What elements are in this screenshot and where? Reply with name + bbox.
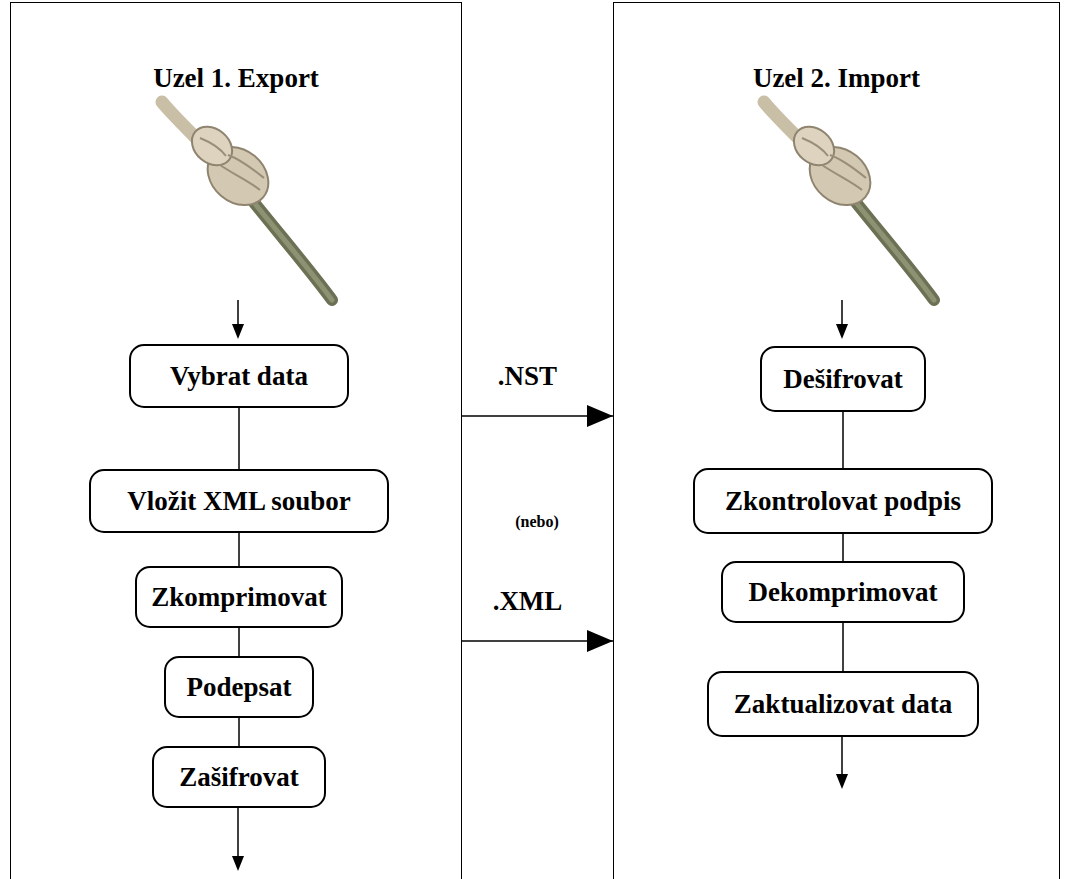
- box-text: Zaktualizovat data: [734, 689, 952, 720]
- process-box: Dekomprimovat: [721, 561, 965, 623]
- panel-heading: Uzel 1. Export: [11, 63, 461, 94]
- process-box: Podepsat: [164, 656, 314, 718]
- connector-line: [842, 534, 844, 561]
- connector-line: [238, 408, 240, 469]
- down-arrow: [841, 300, 843, 326]
- connector-arrow: [462, 415, 613, 417]
- box-text: Zkontrolovat podpis: [725, 486, 961, 517]
- process-box: Zkomprimovat: [135, 566, 343, 628]
- edge-label: .XML: [493, 586, 563, 616]
- down-arrow: [841, 736, 843, 776]
- knot-picture: [764, 102, 934, 300]
- edge-label-box: .NST: [495, 361, 560, 392]
- edge-label-box: .XML: [490, 586, 566, 617]
- edge-label: .NST: [498, 361, 557, 391]
- down-arrow: [237, 300, 239, 326]
- connector-line: [842, 623, 844, 671]
- connector-line: [842, 412, 844, 468]
- down-arrow: [237, 807, 239, 858]
- panel-heading: Uzel 2. Import: [614, 63, 1059, 94]
- box-text: Dešifrovat: [783, 364, 902, 395]
- knot-picture: [162, 102, 332, 300]
- arrow-head: [232, 324, 244, 339]
- process-box: Vložit XML soubor: [89, 469, 389, 533]
- connector-line: [238, 628, 240, 656]
- box-text: Vložit XML soubor: [127, 486, 351, 517]
- arrow-head: [836, 324, 848, 339]
- connector-line: [238, 718, 240, 746]
- box-text: Vybrat data: [170, 361, 308, 392]
- process-box: Vybrat data: [129, 344, 349, 408]
- arrow-head: [836, 774, 848, 789]
- box-text: Podepsat: [186, 672, 291, 703]
- note-label-box: (nebo): [512, 513, 562, 531]
- box-text: Zašifrovat: [179, 762, 299, 793]
- connector-line: [238, 533, 240, 566]
- arrow-head: [232, 856, 244, 871]
- node-panel: Uzel 2. ImportDešifrovatZkontrolovat pod…: [613, 2, 1060, 879]
- process-box: Dešifrovat: [760, 346, 926, 412]
- process-box: Zkontrolovat podpis: [693, 468, 993, 534]
- connector-arrow: [462, 640, 613, 642]
- process-box: Zašifrovat: [152, 746, 326, 808]
- box-text: Dekomprimovat: [749, 577, 938, 608]
- note-label: (nebo): [515, 513, 559, 530]
- process-box: Zaktualizovat data: [707, 671, 979, 737]
- node-panel: Uzel 1. ExportVybrat dataVložit XML soub…: [10, 2, 462, 879]
- box-text: Zkomprimovat: [151, 582, 327, 613]
